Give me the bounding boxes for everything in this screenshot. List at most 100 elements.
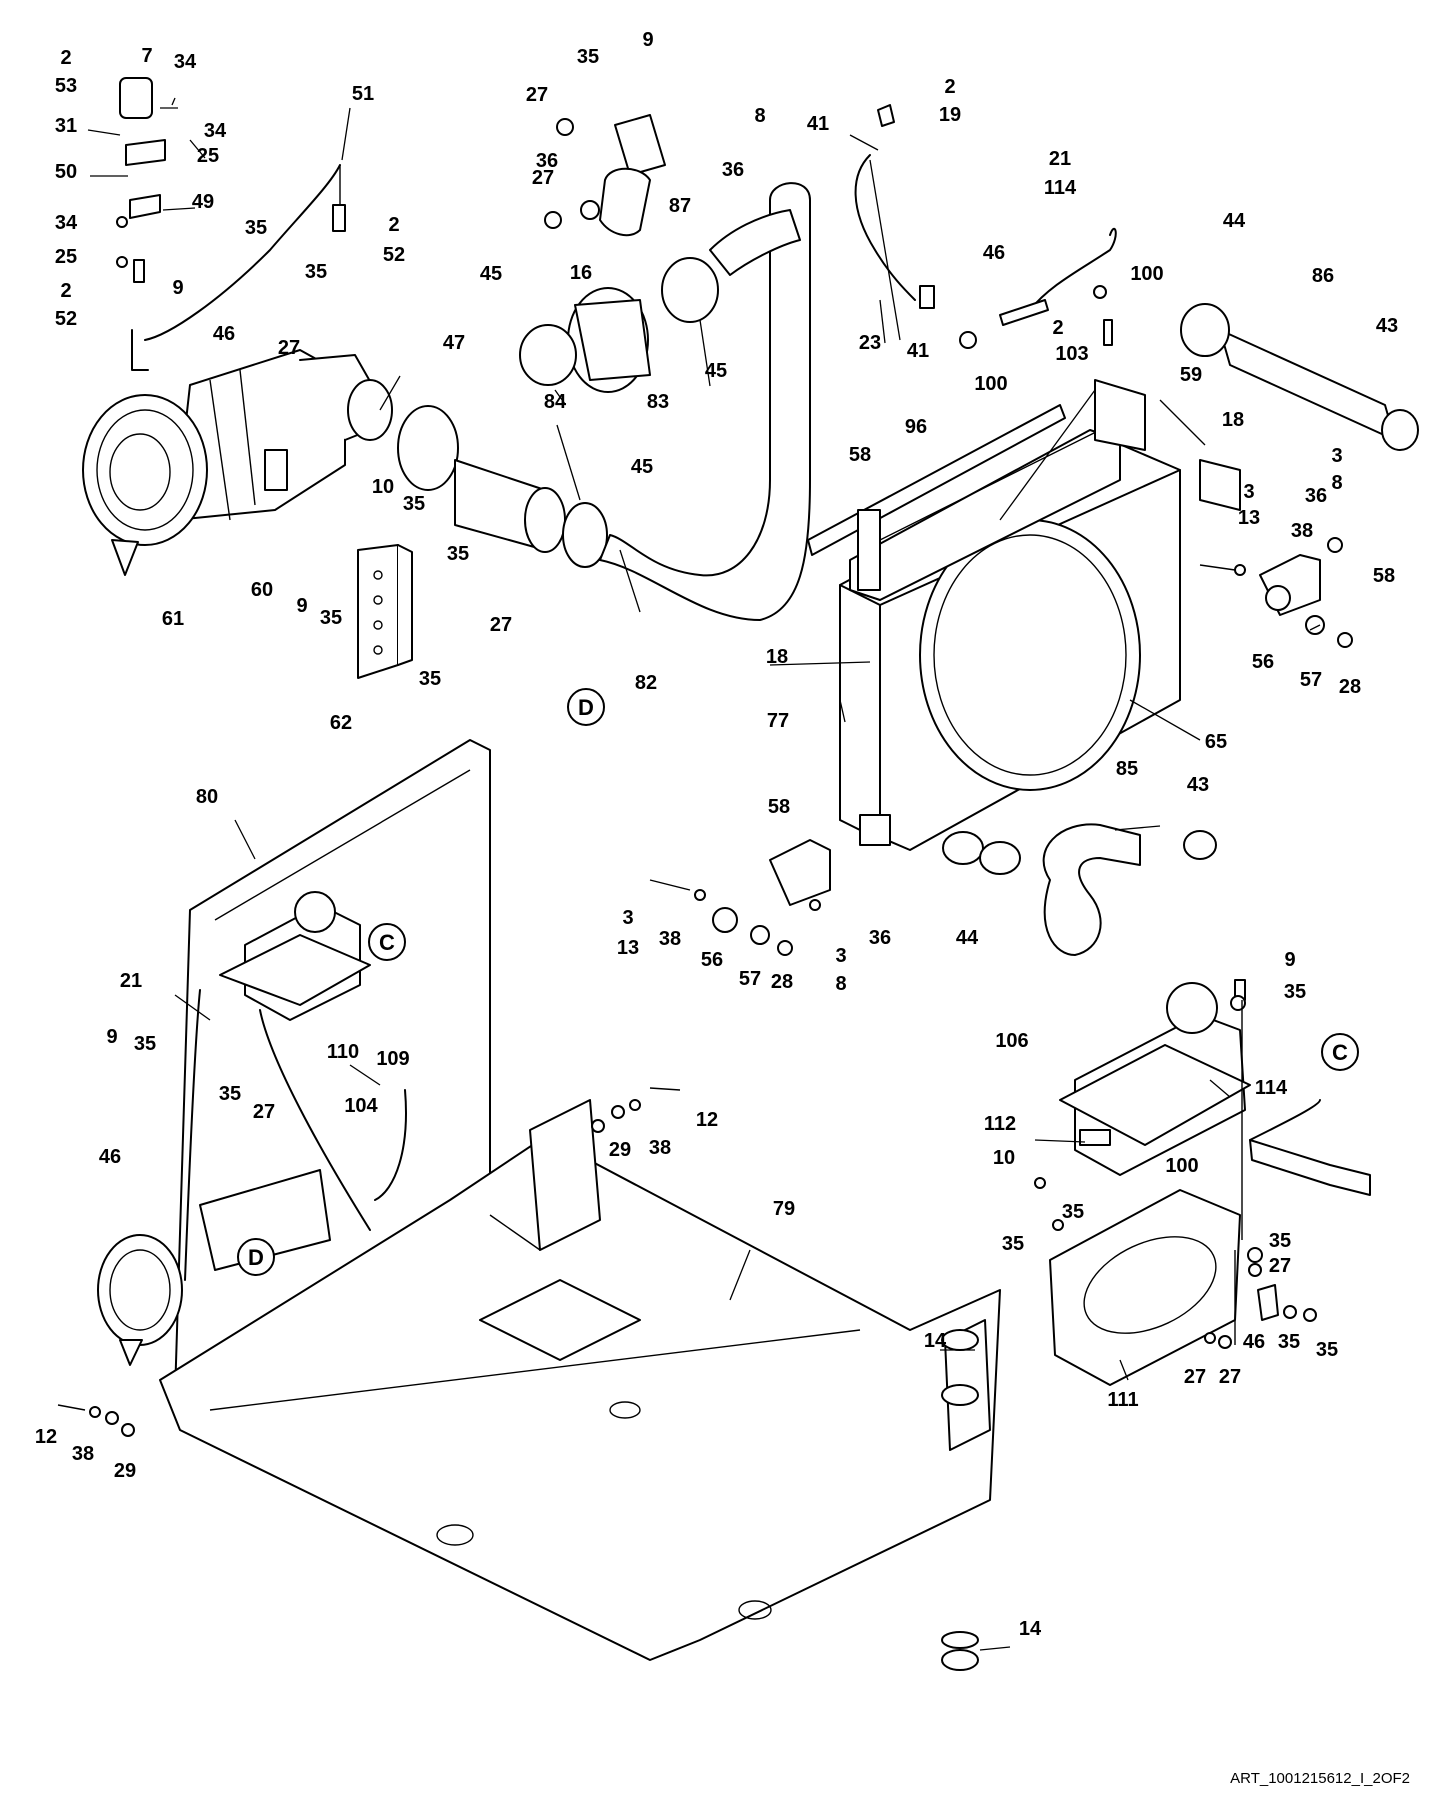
callout-number: 35: [320, 607, 342, 629]
callout-number: 9: [1284, 949, 1295, 971]
frame-hardware-lower-left: [57, 1087, 681, 1437]
callout-number: 46: [1243, 1331, 1265, 1353]
view-marker-letter: C: [379, 930, 395, 955]
callout-number: 56: [701, 949, 723, 971]
callout-number: 57: [739, 968, 761, 990]
callout-number: 38: [1291, 520, 1313, 542]
drawing-reference-id: ART_1001215612_I_2OF2: [1230, 1770, 1410, 1787]
callout-number: 83: [647, 391, 669, 413]
callout-number: 100: [1165, 1155, 1198, 1177]
callout-number: 29: [114, 1460, 136, 1482]
callout-number: 36: [1305, 485, 1327, 507]
callout-number: 9: [106, 1026, 117, 1048]
callout-number: 25: [197, 145, 219, 167]
intake-hoses: [397, 182, 811, 621]
callout-number: 60: [251, 579, 273, 601]
view-marker-d-frame: D: [237, 1238, 275, 1276]
callout-number: 62: [330, 712, 352, 734]
hose-86: [1180, 303, 1419, 451]
callout-number: 35: [577, 46, 599, 68]
callout-number: 10: [993, 1147, 1015, 1169]
callout-number: 14: [924, 1330, 947, 1352]
callout-number: 12: [35, 1426, 57, 1448]
callout-number: 35: [1062, 1201, 1084, 1223]
callout-number: 29: [609, 1139, 631, 1161]
hose-85: [979, 823, 1217, 956]
view-marker-letter: D: [248, 1245, 264, 1270]
callout-number: 35: [403, 493, 425, 515]
callout-number: 35: [419, 668, 441, 690]
callout-number: 27: [1269, 1255, 1291, 1277]
callout-number: 13: [1238, 507, 1260, 529]
callout-number: 46: [99, 1146, 121, 1168]
callout-number: 56: [1252, 651, 1274, 673]
callout-number: 44: [1223, 210, 1246, 232]
callout-number: 36: [869, 927, 891, 949]
callout-number: 14: [1019, 1618, 1042, 1640]
callout-number: 12: [696, 1109, 718, 1131]
callout-number: 28: [771, 971, 793, 993]
callout-number: 28: [1339, 676, 1361, 698]
callout-number: 7: [141, 45, 152, 67]
callout-number: 96: [905, 416, 927, 438]
callout-number: 79: [773, 1198, 795, 1220]
callout-number: 52: [55, 308, 77, 330]
callout-number: 84: [544, 391, 567, 413]
callout-number: 13: [617, 937, 639, 959]
callout-number: 111: [1107, 1389, 1138, 1411]
callout-number: 8: [1331, 472, 1342, 494]
callout-number: 36: [536, 150, 558, 172]
radiator-mount-lower: [649, 839, 831, 956]
callout-number: 46: [983, 242, 1005, 264]
callout-number: 35: [1316, 1339, 1338, 1361]
air-filter-assembly: [82, 349, 393, 576]
callout-number: 35: [305, 261, 327, 283]
callout-number: 80: [196, 786, 218, 808]
callout-number: 59: [1180, 364, 1202, 386]
callout-number: 41: [907, 340, 929, 362]
callout-number: 35: [1002, 1233, 1024, 1255]
callout-number: 27: [490, 614, 512, 636]
callout-number: 58: [1373, 565, 1395, 587]
callout-number: 16: [570, 262, 592, 284]
callout-number: 49: [192, 191, 214, 213]
frame-assembly: [159, 739, 1001, 1671]
callout-number: 106: [995, 1030, 1028, 1052]
coolant-tank-on-frame: [184, 891, 407, 1281]
callout-number: 3: [622, 907, 633, 929]
callout-number: 52: [383, 244, 405, 266]
callout-number: 3: [1331, 445, 1342, 467]
callout-number: 2: [60, 280, 71, 302]
callout-number: 38: [659, 928, 681, 950]
callout-number: 9: [296, 595, 307, 617]
callout-number: 43: [1187, 774, 1209, 796]
callout-number: 51: [352, 83, 374, 105]
callout-number: 57: [1300, 669, 1322, 691]
callout-number: 27: [1219, 1366, 1241, 1388]
callout-number: 110: [327, 1041, 359, 1063]
callout-number: 104: [344, 1095, 378, 1117]
callout-number: 58: [849, 444, 871, 466]
callout-number: 2: [944, 76, 955, 98]
callout-number: 35: [1284, 981, 1306, 1003]
callout-number: 8: [754, 105, 765, 127]
view-marker-d-top: D: [567, 688, 605, 726]
callout-number: 27: [526, 84, 548, 106]
callout-number: 103: [1055, 343, 1088, 365]
callout-number: 35: [1278, 1331, 1300, 1353]
callout-number: 65: [1205, 731, 1227, 753]
callout-number: 45: [480, 263, 502, 285]
callout-number: 23: [859, 332, 881, 354]
callout-number: 27: [1184, 1366, 1206, 1388]
callout-number: 10: [372, 476, 394, 498]
callout-number: 35: [1269, 1230, 1291, 1252]
callout-number: 21: [1049, 148, 1071, 170]
callout-number: 2: [1052, 317, 1063, 339]
callout-number: 38: [72, 1443, 94, 1465]
callout-number: 87: [669, 195, 691, 217]
callout-number: 2: [60, 47, 71, 69]
view-marker-letter: D: [578, 695, 594, 720]
callout-number: 21: [120, 970, 142, 992]
callout-number: 46: [213, 323, 235, 345]
